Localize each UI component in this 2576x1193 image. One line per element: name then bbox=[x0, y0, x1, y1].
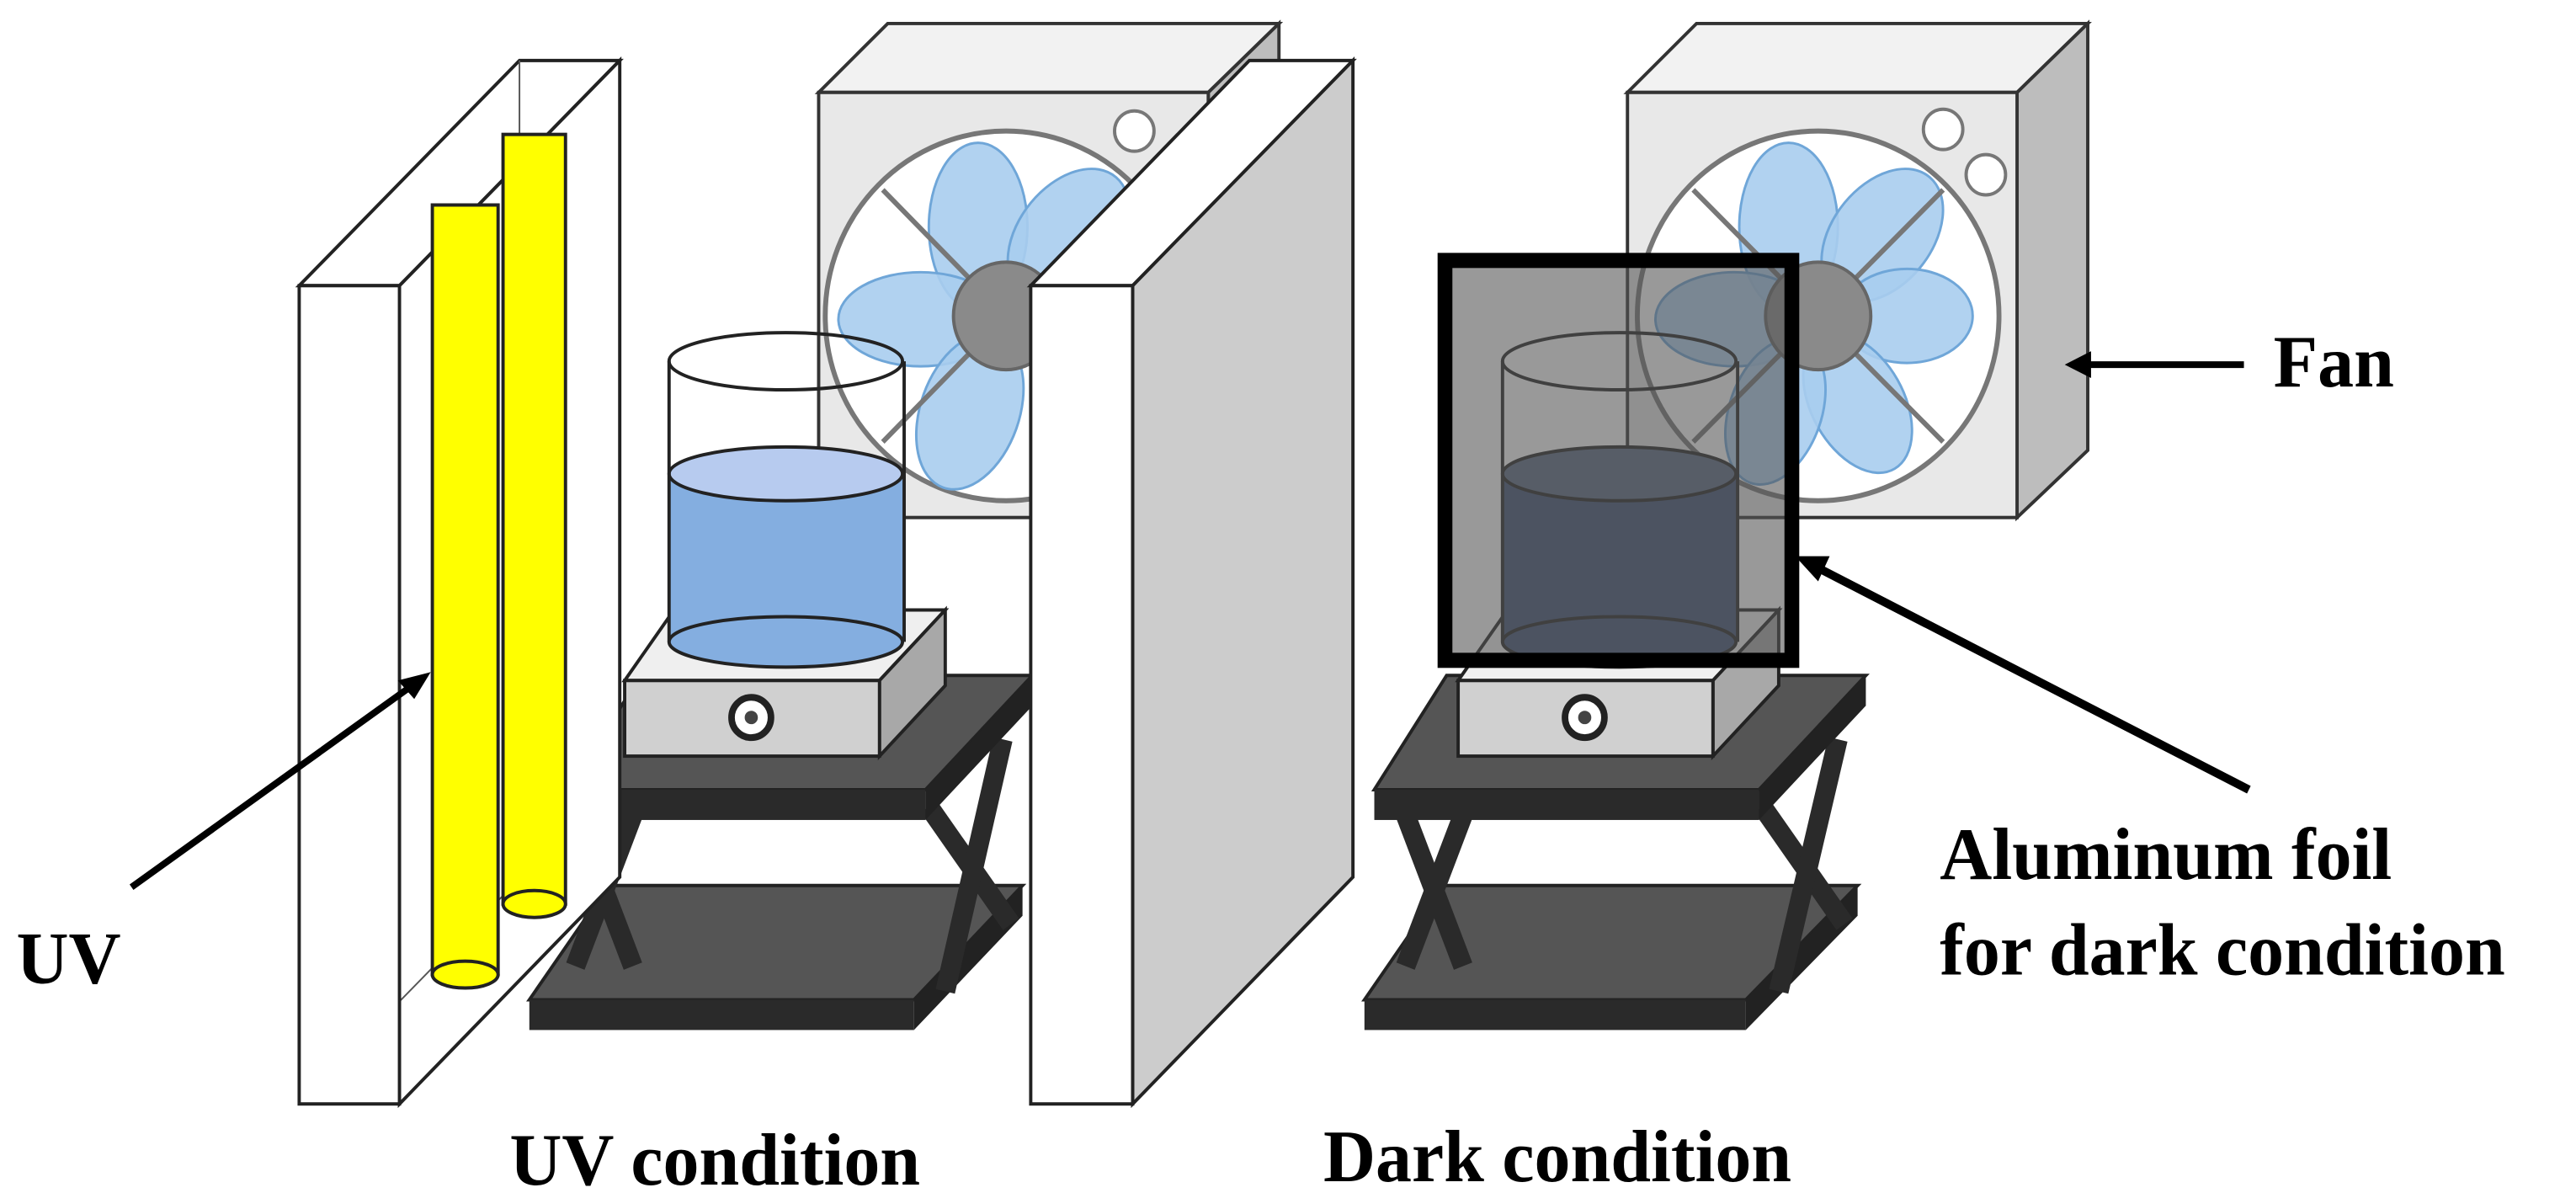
beaker-icon bbox=[667, 331, 906, 669]
uv-lamp-icon bbox=[295, 56, 624, 1109]
foil-label-line1: Aluminum foil bbox=[1940, 813, 2392, 895]
uv-condition-label: UV condition bbox=[509, 1119, 920, 1193]
aluminum-foil-box bbox=[1437, 253, 1800, 668]
divider-panel bbox=[1026, 56, 1357, 1109]
fan-label: Fan bbox=[2274, 321, 2394, 402]
fan-arrow bbox=[2064, 351, 2244, 379]
uv-label: UV bbox=[17, 918, 121, 999]
dark-condition-label: Dark condition bbox=[1323, 1116, 1791, 1193]
uv-arrow bbox=[129, 672, 431, 891]
foil-label-line2: for dark condition bbox=[1940, 909, 2504, 991]
foil-arrow bbox=[1795, 556, 2251, 794]
